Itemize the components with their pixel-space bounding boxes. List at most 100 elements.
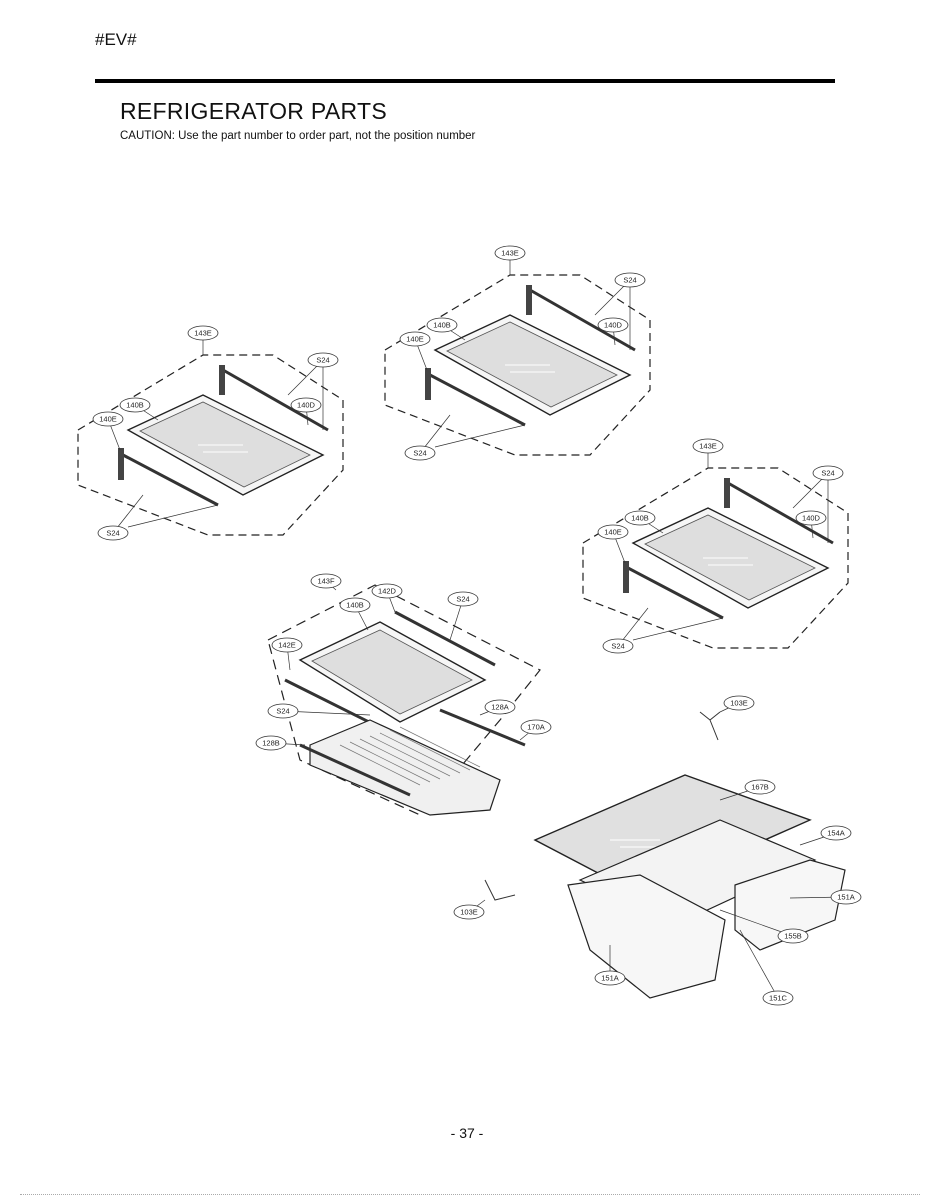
svg-text:128B: 128B (262, 739, 280, 748)
callout-140E: 140E (597, 524, 629, 564)
drawer-rail-left (299, 743, 411, 797)
assembly-boundary (384, 274, 651, 456)
svg-text:103E: 103E (460, 908, 478, 917)
assembly-boundary (582, 467, 849, 649)
callout-143E: 143E (692, 438, 724, 468)
callout-154A: 154A (799, 825, 852, 846)
svg-text:140E: 140E (604, 528, 622, 537)
callout-140B: 140B (339, 597, 371, 631)
drawer (309, 719, 501, 816)
callout-140B: 140B (624, 510, 664, 534)
callout-S24: S24 (447, 591, 479, 641)
bottom-dotted-rule (20, 1194, 920, 1195)
assembly-shelf-left: 143E S24 140B 140E 140D S24 (77, 325, 344, 541)
svg-text:140E: 140E (406, 335, 424, 344)
svg-text:140B: 140B (346, 601, 364, 610)
callout-140B: 140B (426, 317, 466, 341)
svg-text:143E: 143E (501, 249, 519, 258)
svg-text:170A: 170A (527, 723, 545, 732)
document-code: #EV# (95, 30, 137, 49)
crisper-bin-left (567, 874, 726, 999)
callout-S24-front: S24 (97, 494, 144, 541)
assembly-boundary (77, 354, 344, 536)
callout-151A-right: 151A (789, 889, 862, 905)
svg-text:S24: S24 (106, 529, 119, 538)
callout-140D: 140D (795, 510, 827, 539)
svg-text:140E: 140E (99, 415, 117, 424)
callout-140E: 140E (92, 411, 124, 451)
callout-128A: 128A (479, 699, 516, 716)
svg-text:S24: S24 (611, 642, 624, 651)
front-bracket (425, 368, 431, 400)
front-bracket (623, 561, 629, 593)
svg-text:151A: 151A (601, 974, 619, 983)
svg-text:S24: S24 (623, 276, 636, 285)
crisper-bin-right (734, 859, 846, 951)
svg-text:143E: 143E (194, 329, 212, 338)
assembly-shelf-top: 143E S24 140B 140E 140D S24 (384, 245, 651, 461)
callout-S24-rear: S24 (287, 352, 339, 396)
caution-note: CAUTION: Use the part number to order pa… (120, 130, 476, 142)
callout-142E: 142E (271, 637, 303, 671)
header-rule (95, 79, 835, 83)
callout-142D: 142D (371, 583, 403, 613)
screw-set-lower (484, 879, 516, 901)
svg-text:140D: 140D (802, 514, 821, 523)
callout-103E-upper: 103E (719, 695, 755, 713)
callout-S24-front: S24 (404, 414, 451, 461)
svg-text:140D: 140D (297, 401, 316, 410)
callout-143F: 143F (310, 573, 342, 591)
glass-panel (311, 629, 473, 715)
svg-text:167B: 167B (751, 783, 769, 792)
svg-text:S24: S24 (821, 469, 834, 478)
callout-128B: 128B (255, 735, 306, 751)
svg-text:S24: S24 (316, 356, 329, 365)
svg-text:128A: 128A (491, 703, 509, 712)
svg-text:140B: 140B (126, 401, 144, 410)
svg-text:155B: 155B (784, 932, 802, 941)
svg-text:142D: 142D (378, 587, 397, 596)
callout-103E-lower: 103E (453, 899, 486, 920)
svg-text:S24: S24 (456, 595, 469, 604)
page-number: - 37 - (450, 1125, 484, 1141)
callout-151A-left: 151A (594, 945, 626, 986)
svg-text:154A: 154A (827, 829, 845, 838)
callout-140D: 140D (290, 397, 322, 426)
callout-170A: 170A (519, 719, 552, 741)
svg-text:142E: 142E (278, 641, 296, 650)
assembly-shelf-right: 143E S24 140B 140E 140D S24 (582, 438, 849, 654)
rear-bracket (724, 478, 730, 508)
svg-text:143F: 143F (317, 577, 335, 586)
assembly-boundary (267, 584, 541, 816)
drawer-rail-right (439, 708, 526, 747)
callout-140E: 140E (399, 331, 431, 371)
callout-S24-front: S24 (602, 607, 649, 654)
svg-text:S24: S24 (276, 707, 289, 716)
callout-S24: S24 (267, 703, 371, 719)
svg-text:103E: 103E (730, 699, 748, 708)
callout-155B: 155B (719, 909, 809, 944)
callout-140B: 140B (119, 397, 159, 421)
callout-S24-rear: S24 (594, 272, 646, 316)
svg-text:140B: 140B (433, 321, 451, 330)
callout-140D: 140D (597, 317, 629, 346)
callout-S24-rear: S24 (792, 465, 844, 509)
screw-set-upper (699, 711, 721, 741)
assembly-crisper: 103E 167B 154A 151A 155B 151A 151C 103E (453, 695, 862, 1006)
page-title: REFRIGERATOR PARTS (120, 98, 387, 124)
rear-bracket (219, 365, 225, 395)
callout-143E: 143E (494, 245, 526, 275)
svg-text:140B: 140B (631, 514, 649, 523)
svg-text:151C: 151C (769, 994, 788, 1003)
rear-bracket (526, 285, 532, 315)
assembly-shelf-drawer: 143F 142D 140B S24 142E S24 128A 170A 128B (255, 573, 552, 816)
callout-151C: 151C (739, 929, 794, 1006)
svg-text:143E: 143E (699, 442, 717, 451)
svg-text:S24: S24 (413, 449, 426, 458)
callout-167B: 167B (719, 779, 776, 801)
svg-text:151A: 151A (837, 893, 855, 902)
front-bracket (118, 448, 124, 480)
callout-143E: 143E (187, 325, 219, 355)
svg-text:140D: 140D (604, 321, 623, 330)
